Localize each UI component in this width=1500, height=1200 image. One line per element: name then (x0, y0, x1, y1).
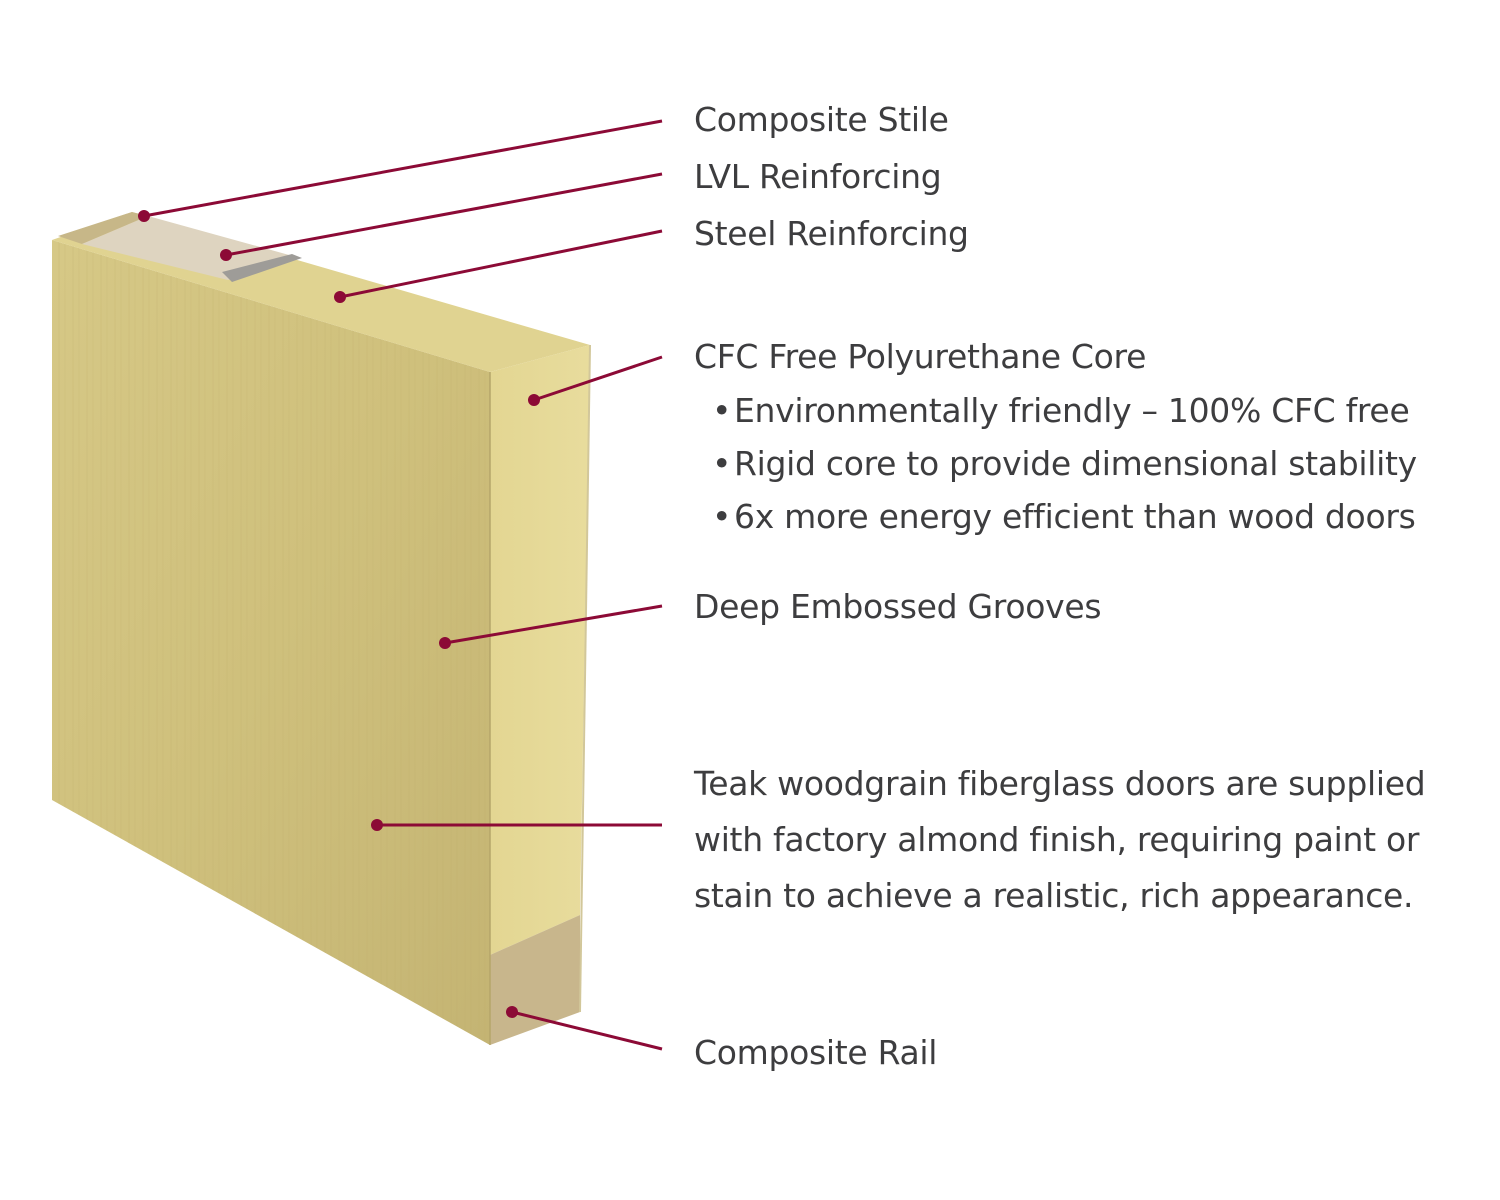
bullet-glyph: • (712, 497, 732, 536)
composite-stile-block (58, 212, 148, 244)
leader-dot-finish (371, 819, 383, 831)
finish-line-3: stain to achieve a realistic, rich appea… (694, 876, 1414, 915)
core-bullet-1: •Environmentally friendly – 100% CFC fre… (712, 391, 1410, 431)
leader-line-core (533, 355, 663, 402)
steel-reinforcing-strip (222, 254, 302, 282)
leader-line-lvl (225, 172, 663, 257)
label-deep-embossed-grooves: Deep Embossed Grooves (694, 587, 1102, 626)
finish-description: Teak woodgrain fiberglass doors are supp… (694, 756, 1426, 924)
label-composite-stile: Composite Stile (694, 100, 949, 139)
leader-dot-composite-stile (138, 210, 150, 222)
label-steel-reinforcing: Steel Reinforcing (694, 214, 969, 253)
core-bullet-2: •Rigid core to provide dimensional stabi… (712, 444, 1417, 484)
label-core-title: CFC Free Polyurethane Core (694, 337, 1147, 376)
lvl-reinforcing-block (82, 216, 300, 280)
core-bullet-text: Environmentally friendly – 100% CFC free (734, 391, 1410, 430)
door-side-outline (579, 344, 591, 1013)
core-bullet-text: 6x more energy efficient than wood doors (734, 497, 1416, 536)
leader-dot-core (528, 394, 540, 406)
finish-line-1: Teak woodgrain fiberglass doors are supp… (694, 764, 1426, 803)
bullet-glyph: • (712, 391, 732, 430)
leader-dot-lvl (220, 249, 232, 261)
label-composite-rail: Composite Rail (694, 1033, 938, 1072)
core-bullet-3: •6x more energy efficient than wood door… (712, 497, 1416, 537)
bullet-glyph: • (712, 444, 732, 483)
finish-line-2: with factory almond finish, requiring pa… (694, 820, 1420, 859)
leader-dot-grooves (439, 637, 451, 649)
door-face-woodgrain (52, 240, 490, 1045)
leader-line-rail (511, 1010, 663, 1051)
leader-dots (138, 210, 540, 1018)
leader-line-steel (339, 229, 663, 299)
leader-dot-steel (334, 291, 346, 303)
leader-lines (143, 119, 663, 1051)
core-bullet-text: Rigid core to provide dimensional stabil… (734, 444, 1417, 483)
leader-line-grooves (444, 604, 663, 645)
core-side-edge (490, 345, 590, 955)
label-lvl-reinforcing: LVL Reinforcing (694, 157, 942, 196)
leader-dot-rail (506, 1006, 518, 1018)
leader-line-composite-stile (143, 119, 663, 218)
